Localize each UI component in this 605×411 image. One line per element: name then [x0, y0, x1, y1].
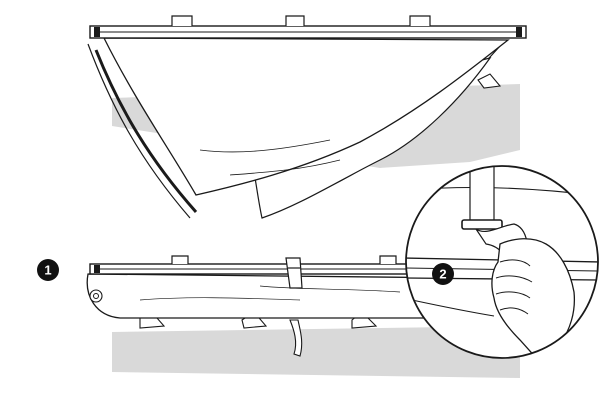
hand	[491, 238, 576, 358]
securing-strap	[285, 257, 303, 289]
rail-end-cap-left	[94, 27, 100, 37]
finger	[499, 307, 529, 315]
fabric-wrinkle	[229, 159, 341, 176]
mount-clip	[379, 255, 397, 264]
detail-fabric-edge	[411, 299, 495, 317]
detail-magnifier	[405, 165, 599, 359]
support-foot	[477, 73, 502, 89]
detail-buckle	[461, 219, 503, 230]
mount-clip	[409, 15, 431, 26]
mount-clip	[171, 255, 189, 264]
callout-badge-1: 1	[37, 259, 59, 281]
fabric-wrinkle	[199, 139, 331, 153]
callout-number-2: 2	[439, 267, 446, 282]
roll-end-inner	[93, 293, 99, 299]
detail-ring	[405, 165, 599, 359]
finger	[495, 291, 531, 299]
zip-edge-top	[94, 49, 198, 213]
ground-shadow-bottom	[112, 326, 520, 378]
finger	[495, 275, 533, 283]
rail-end-cap-left	[94, 265, 100, 273]
mount-clip	[171, 15, 193, 26]
mount-clip	[285, 15, 305, 26]
callout-badge-2: 2	[432, 263, 454, 285]
callout-number-1: 1	[44, 263, 51, 278]
roll-end	[89, 289, 103, 303]
detail-strap-upper	[469, 166, 495, 223]
top-scene	[87, 15, 527, 219]
rail-end-cap-right	[516, 27, 522, 37]
hanging-strap	[289, 319, 303, 357]
fabric-sheet-top	[102, 37, 510, 196]
finger	[499, 259, 531, 267]
fabric-wrinkle	[259, 285, 401, 293]
bottom-scene	[86, 255, 520, 378]
zip-edge-top-inner	[87, 43, 191, 219]
fabric-wrinkle	[139, 297, 301, 301]
